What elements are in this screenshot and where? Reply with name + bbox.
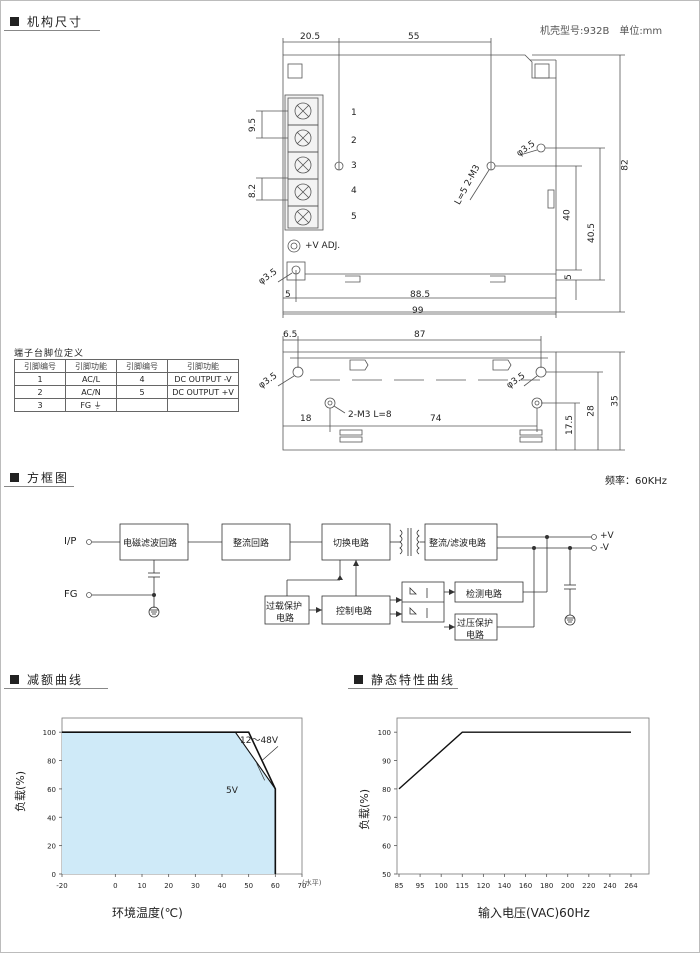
dim-87: 87	[414, 330, 426, 340]
frequency: 频率：60KHz	[605, 476, 668, 487]
section-title: 方框图	[27, 470, 70, 485]
block-emi-filter: 电磁滤波回路	[123, 539, 178, 549]
terminal-number: 4	[351, 186, 357, 196]
dim-18: 18	[300, 414, 312, 424]
derating-xlabel: 环境温度(℃)	[112, 906, 183, 920]
x-tick-label: 50	[244, 882, 253, 890]
block-control: 控制电路	[336, 607, 373, 617]
terminal-number: 5	[351, 212, 357, 222]
y-tick-label: 100	[43, 729, 56, 737]
x-tick-label: 140	[498, 882, 511, 890]
x-tick-label: 70	[298, 882, 307, 890]
y-tick-label: 100	[378, 729, 391, 737]
x-tick-label: 115	[456, 882, 469, 890]
block-vpos: +V	[600, 531, 614, 541]
block-detect: 检测电路	[466, 590, 503, 600]
section-title: 机构尺寸	[27, 14, 84, 29]
x-tick-label: 85	[395, 882, 404, 890]
section-square-icon	[10, 674, 19, 684]
block-ovp-line1: 过压保护	[457, 619, 494, 629]
section-header-dimensions: 机构尺寸	[4, 12, 100, 31]
legend-leader	[261, 746, 279, 761]
derating-area	[62, 732, 276, 874]
dim-99: 99	[412, 306, 424, 316]
x-tick-label: -20	[56, 882, 67, 890]
x-tick-label: 120	[477, 882, 490, 890]
x-tick-label: 220	[582, 882, 595, 890]
x-tick-label: 180	[540, 882, 553, 890]
dim-5-left: 5	[285, 290, 291, 300]
static-ylabel: 负载(%)	[358, 788, 371, 830]
static-xlabel: 输入电压(VAC)60Hz	[478, 906, 590, 920]
section-title: 静态特性曲线	[371, 672, 456, 687]
block-ovp-line2: 电路	[466, 631, 485, 641]
pin-cell	[167, 398, 239, 412]
section-square-icon	[10, 16, 19, 26]
x-tick-label: 0	[113, 882, 117, 890]
terminal-number: 2	[351, 136, 357, 146]
x-tick-label: 160	[519, 882, 532, 890]
x-tick-label: 60	[271, 882, 280, 890]
x-tick-label: 10	[138, 882, 147, 890]
block-vneg: -V	[600, 543, 609, 553]
m3-bottom-label: 2-M3 L=8	[348, 410, 392, 420]
block-rectifier: 整流回路	[233, 539, 270, 549]
block-ocp-line2: 电路	[276, 614, 295, 624]
block-fg-label: FG	[64, 589, 78, 600]
section-header-derating: 减额曲线	[4, 670, 108, 689]
x-tick-label: 20	[164, 882, 173, 890]
terminal-number: 1	[351, 108, 357, 118]
y-tick-label: 80	[47, 758, 56, 766]
y-tick-label: 20	[47, 843, 56, 851]
y-tick-label: 60	[382, 843, 391, 851]
dim-20-5: 20.5	[300, 32, 321, 42]
series-line	[62, 731, 276, 874]
vadj-label: +V ADJ.	[305, 241, 341, 251]
legend-leader	[256, 763, 265, 781]
y-tick-label: 0	[52, 871, 56, 879]
dim-74: 74	[430, 414, 442, 424]
section-square-icon	[354, 674, 363, 684]
block-switch: 切换电路	[333, 539, 370, 549]
derating-x-unit: (水平)	[302, 879, 322, 887]
section-square-icon	[10, 472, 19, 482]
y-tick-label: 60	[47, 786, 56, 794]
series-line	[398, 731, 631, 790]
x-tick-label: 240	[603, 882, 616, 890]
block-output-rectifier: 整流/滤波电路	[429, 539, 487, 549]
x-tick-label: 264	[624, 882, 638, 890]
pin-table-title: 端子台脚位定义	[14, 349, 85, 359]
y-tick-label: 80	[382, 786, 391, 794]
dim-6-5: 6.5	[283, 330, 298, 340]
y-tick-label: 50	[382, 871, 391, 879]
x-tick-label: 95	[416, 882, 425, 890]
dim-55: 55	[408, 32, 420, 42]
terminal-number: 3	[351, 161, 357, 171]
y-tick-label: 40	[47, 814, 56, 822]
legend-label: 5V	[226, 786, 238, 796]
x-tick-label: 40	[218, 882, 227, 890]
x-tick-label: 100	[434, 882, 447, 890]
dim-88-5: 88.5	[410, 290, 431, 300]
y-tick-label: 90	[382, 758, 391, 766]
section-title: 减额曲线	[27, 672, 84, 687]
case-info: 机壳型号:932B 单位:mm	[540, 26, 663, 37]
block-ocp-line1: 过载保护	[266, 602, 303, 612]
x-tick-label: 200	[561, 882, 574, 890]
legend-label: 12～48V	[240, 736, 279, 746]
block-ip-label: I/P	[64, 536, 77, 547]
pin-table: 引脚编号 引脚功能 引脚编号 引脚功能 1 AC/L 4 DC OUTPUT -…	[14, 359, 239, 412]
static-plot-frame	[396, 717, 650, 875]
y-tick-label: 70	[382, 814, 391, 822]
x-tick-label: 30	[191, 882, 200, 890]
section-header-block: 方框图	[4, 468, 74, 487]
section-header-static: 静态特性曲线	[348, 670, 458, 689]
